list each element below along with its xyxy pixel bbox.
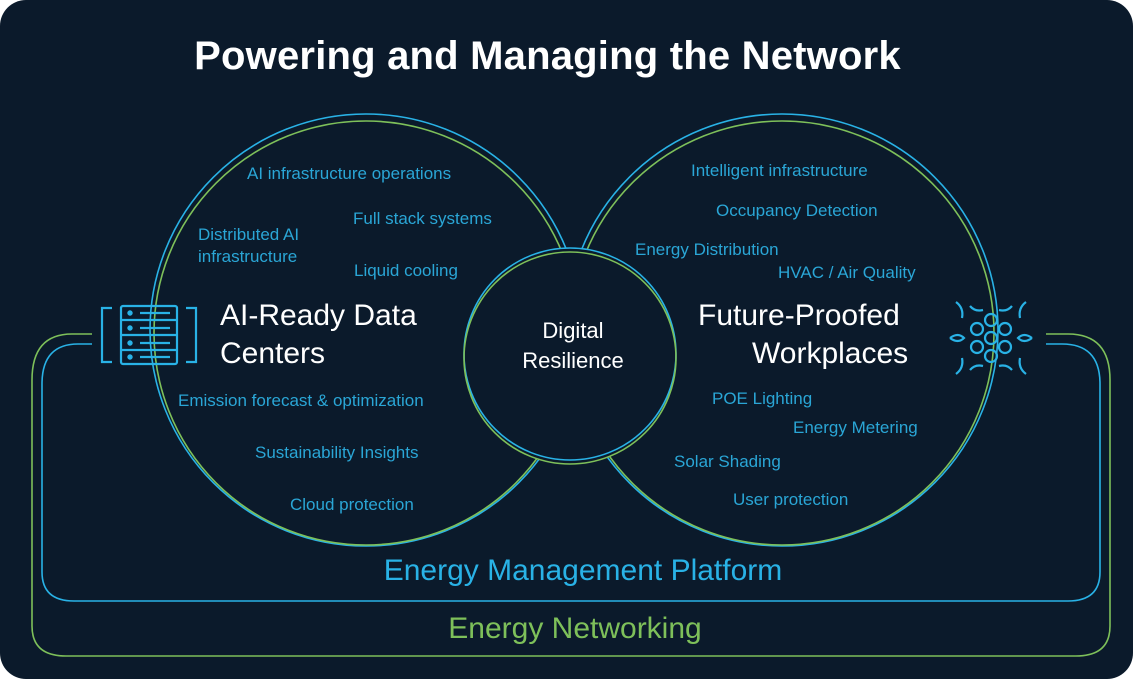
right-heading-line2: Workplaces bbox=[752, 337, 909, 370]
center-circle-green bbox=[463, 251, 677, 465]
center-circle-fill bbox=[462, 248, 678, 464]
label-distributed-ai-line2: infrastructure bbox=[198, 247, 298, 266]
right-heading-line1: Future-Proofed bbox=[698, 299, 900, 332]
label-intelligent-infrastructure: Intelligent infrastructure bbox=[691, 161, 868, 180]
center-label-line1: Digital bbox=[542, 318, 604, 343]
label-user-protection: User protection bbox=[733, 490, 849, 509]
label-distributed-ai-line1: Distributed AI bbox=[198, 225, 300, 244]
server-rack-icon bbox=[100, 304, 198, 366]
sensor-network-icon bbox=[949, 301, 1033, 375]
center-label-line2: Resilience bbox=[522, 348, 624, 373]
left-heading-line2: Centers bbox=[220, 337, 326, 370]
label-poe-lighting: POE Lighting bbox=[712, 389, 813, 408]
label-full-stack-systems: Full stack systems bbox=[353, 209, 492, 228]
label-liquid-cooling: Liquid cooling bbox=[354, 261, 458, 280]
left-heading-line1: AI-Ready Data bbox=[220, 299, 417, 332]
label-energy-distribution: Energy Distribution bbox=[635, 240, 779, 259]
label-emission-forecast: Emission forecast & optimization bbox=[178, 391, 424, 410]
label-cloud-protection: Cloud protection bbox=[290, 495, 414, 514]
label-hvac-air-quality: HVAC / Air Quality bbox=[778, 263, 916, 282]
label-energy-metering: Energy Metering bbox=[793, 418, 918, 437]
label-occupancy-detection: Occupancy Detection bbox=[716, 201, 878, 220]
label-sustainability-insights: Sustainability Insights bbox=[255, 443, 419, 462]
label-solar-shading: Solar Shading bbox=[674, 452, 781, 471]
label-ai-infrastructure-operations: AI infrastructure operations bbox=[247, 164, 452, 183]
page-title: Powering and Managing the Network bbox=[194, 34, 901, 78]
energy-platform-frame bbox=[41, 343, 1101, 602]
energy-networking-frame bbox=[31, 333, 1111, 657]
energy-networking-label: Energy Networking bbox=[448, 612, 702, 645]
center-label: Digital Resilience bbox=[483, 316, 663, 376]
energy-management-platform-label: Energy Management Platform bbox=[383, 554, 783, 587]
